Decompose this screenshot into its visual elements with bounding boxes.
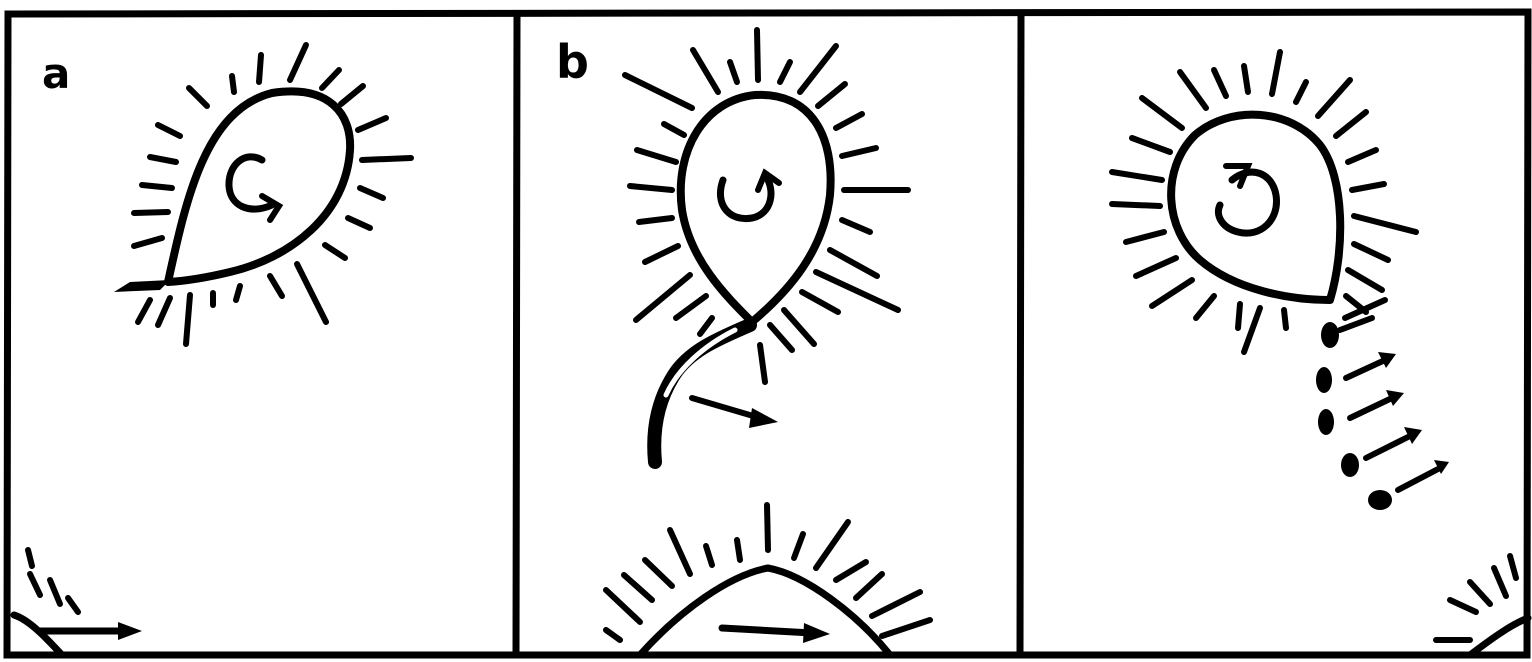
- panel-c-corner-source: [1436, 556, 1528, 655]
- panel-divider-left: [516, 14, 517, 655]
- panel-a-corner-source: [14, 550, 78, 655]
- panel-b-lower-body: [640, 568, 890, 655]
- panel-b-lower-motion-arrow-icon: [722, 623, 830, 643]
- panel-b-drop-outline: [681, 95, 831, 322]
- panel-c-drop-outline: [1171, 115, 1340, 300]
- panel-a-drop-outline: [168, 91, 350, 282]
- panel-b-trailing-tail: [654, 325, 750, 462]
- panel-c-rotation-arrow-icon: [1218, 166, 1276, 233]
- panel-a-tail-stub: [114, 280, 170, 292]
- panel-c: [1112, 52, 1528, 655]
- panel-a-rotation-arrow-icon: [229, 157, 279, 220]
- panel-a: a: [14, 45, 411, 655]
- panel-b: b: [556, 30, 930, 655]
- panel-a-motion-arrow-icon: [40, 622, 142, 640]
- panel-b-rotation-arrow-icon: [720, 173, 779, 219]
- panel-b-drift-arrow-icon: [692, 398, 778, 428]
- panel-b-lower-radiating-lines: [606, 505, 930, 640]
- panel-divider-right: [1020, 13, 1021, 655]
- panel-a-label: a: [42, 49, 70, 98]
- panel-b-label: b: [556, 35, 589, 89]
